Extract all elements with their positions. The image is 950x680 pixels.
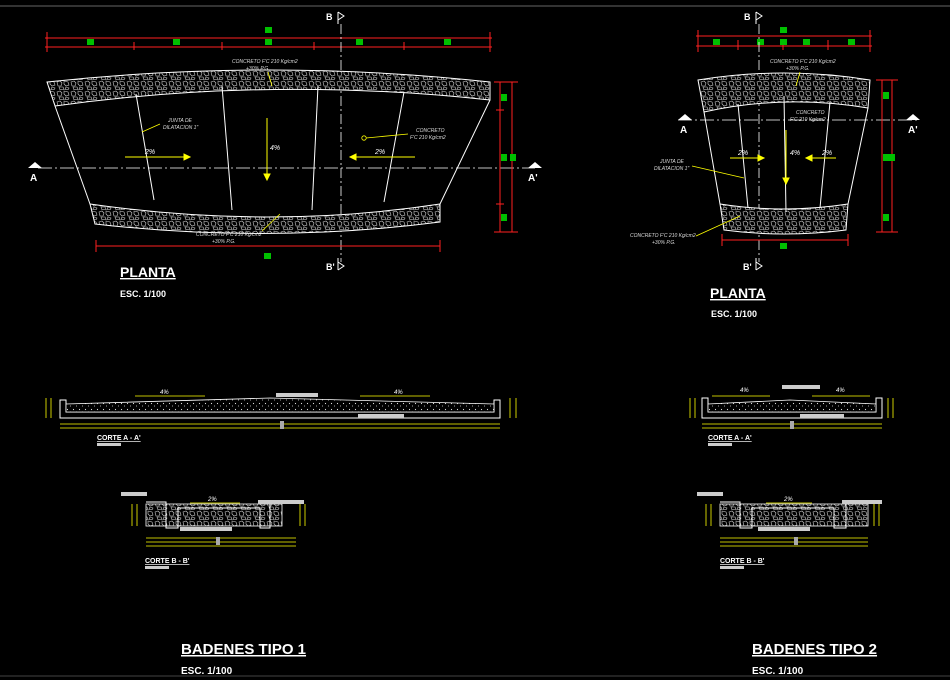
type1-note-bottom: CONCRETO F'C 210 Kg/cm2 xyxy=(196,232,262,238)
type1-aa-slope-right: 4% xyxy=(394,390,403,396)
type2-note-top2: +30% P.G. xyxy=(786,66,810,72)
type2-section-aa-slab xyxy=(707,399,877,413)
type1-bottom-dimension xyxy=(95,240,441,252)
type2-note-joint2: DILATACION 1" xyxy=(654,166,689,172)
type1-section-aa: 4% 4% CORTE A - A' xyxy=(45,390,517,446)
type1-section-a-right: A' xyxy=(528,173,538,184)
type1-plan-title: PLANTA xyxy=(120,264,176,280)
type1-note-top2: +30% P.G. xyxy=(246,66,270,72)
type1-section-aa-label: CORTE A - A' xyxy=(97,435,141,442)
type2-note-concrete: CONCRETO xyxy=(796,110,825,116)
type2-section-a-right: A' xyxy=(908,125,918,136)
type1-main-title: BADENES TIPO 1 xyxy=(181,641,306,658)
type1-note-joint2: DILATACION 1" xyxy=(163,125,198,131)
type2-section-bb-label: CORTE B - B' xyxy=(720,558,765,565)
type1-section-aa-slab xyxy=(65,397,495,413)
type1-bottom-stone-band xyxy=(89,203,441,235)
type1-bb-slope: 2% xyxy=(207,497,217,503)
type2-bottom-stone-band xyxy=(719,203,849,235)
type1-top-markers xyxy=(87,27,451,45)
type1-note-concrete: CONCRETO xyxy=(416,128,445,134)
type1-note-top: CONCRETO F'C 210 Kg/cm2 xyxy=(232,59,298,65)
type2-slope-left: 2% xyxy=(737,150,748,157)
type2-aa-slope-left: 4% xyxy=(740,388,749,394)
type2-plan: B A A' 2% 2% 4% CONCRETO F'C 210 Kg/cm2 … xyxy=(630,11,920,319)
type2-plan-scale: ESC. 1/100 xyxy=(711,309,757,319)
type1-section-bb-label: CORTE B - B' xyxy=(145,558,190,565)
type1-section-b-bottom: B' xyxy=(326,262,335,272)
type2-plan-title: PLANTA xyxy=(710,285,766,301)
type2-slope-mid: 4% xyxy=(790,150,800,157)
type1-slope-mid: 4% xyxy=(270,145,280,152)
type1-section-b-top: B xyxy=(326,12,333,22)
type2-section-bb: 2% CORTE B - B' xyxy=(697,492,882,569)
type1-top-stone-band xyxy=(46,69,491,107)
type1-note-concrete2: F'C 210 Kg/cm2 xyxy=(410,135,446,141)
type2-note-top: CONCRETO F'C 210 Kg/cm2 xyxy=(770,59,836,65)
type1-main-scale: ESC. 1/100 xyxy=(181,666,233,677)
type2-section-bb-base xyxy=(719,503,869,527)
type2-top-stone-band xyxy=(697,72,871,113)
type2-section-b-bottom: B' xyxy=(743,262,752,272)
type2-main-scale: ESC. 1/100 xyxy=(752,666,804,677)
type2-section-a-left: A xyxy=(680,125,687,136)
type1-section-a-left: A xyxy=(30,173,37,184)
type2-aa-slope-right: 4% xyxy=(836,388,845,394)
type2-bb-slope: 2% xyxy=(783,497,793,503)
type2-note-bottom: CONCRETO F'C 210 Kg/cm2 xyxy=(630,233,696,239)
type1-section-bb-base xyxy=(145,503,283,527)
type1-plan-scale: ESC. 1/100 xyxy=(120,289,166,299)
type1-note-bottom2: +30% P.G. xyxy=(212,239,236,245)
type1-aa-slope-left: 4% xyxy=(160,390,169,396)
type2-section-aa-label: CORTE A - A' xyxy=(708,435,752,442)
type2-slope-right: 2% xyxy=(821,150,832,157)
type1-joints xyxy=(135,85,405,211)
type1-right-dimension xyxy=(494,81,518,233)
type2-main-title: BADENES TIPO 2 xyxy=(752,641,877,658)
type1-plan: B A A' 2% 2% 4% CON xyxy=(28,11,542,299)
type1-note-joint: JUNTA DE xyxy=(167,118,193,124)
type2-section-aa: 4% 4% CORTE A - A' xyxy=(689,385,894,446)
type2-section-b-top: B xyxy=(744,12,751,22)
type2-note-joint: JUNTA DE xyxy=(659,159,685,165)
type1-slope-right: 2% xyxy=(374,149,385,156)
type2-note-bottom2: +30% P.G. xyxy=(652,240,676,246)
type1-section-bb: 2% CORTE B - B' xyxy=(121,492,306,569)
type2-note-concrete2: F'C 210 Kg/cm2 xyxy=(790,117,826,123)
type1-top-dimension xyxy=(45,32,492,52)
type1-section-b-arrow-top xyxy=(337,11,345,24)
type1-slope-left: 2% xyxy=(144,149,155,156)
type1-slope-arrows xyxy=(125,118,415,182)
